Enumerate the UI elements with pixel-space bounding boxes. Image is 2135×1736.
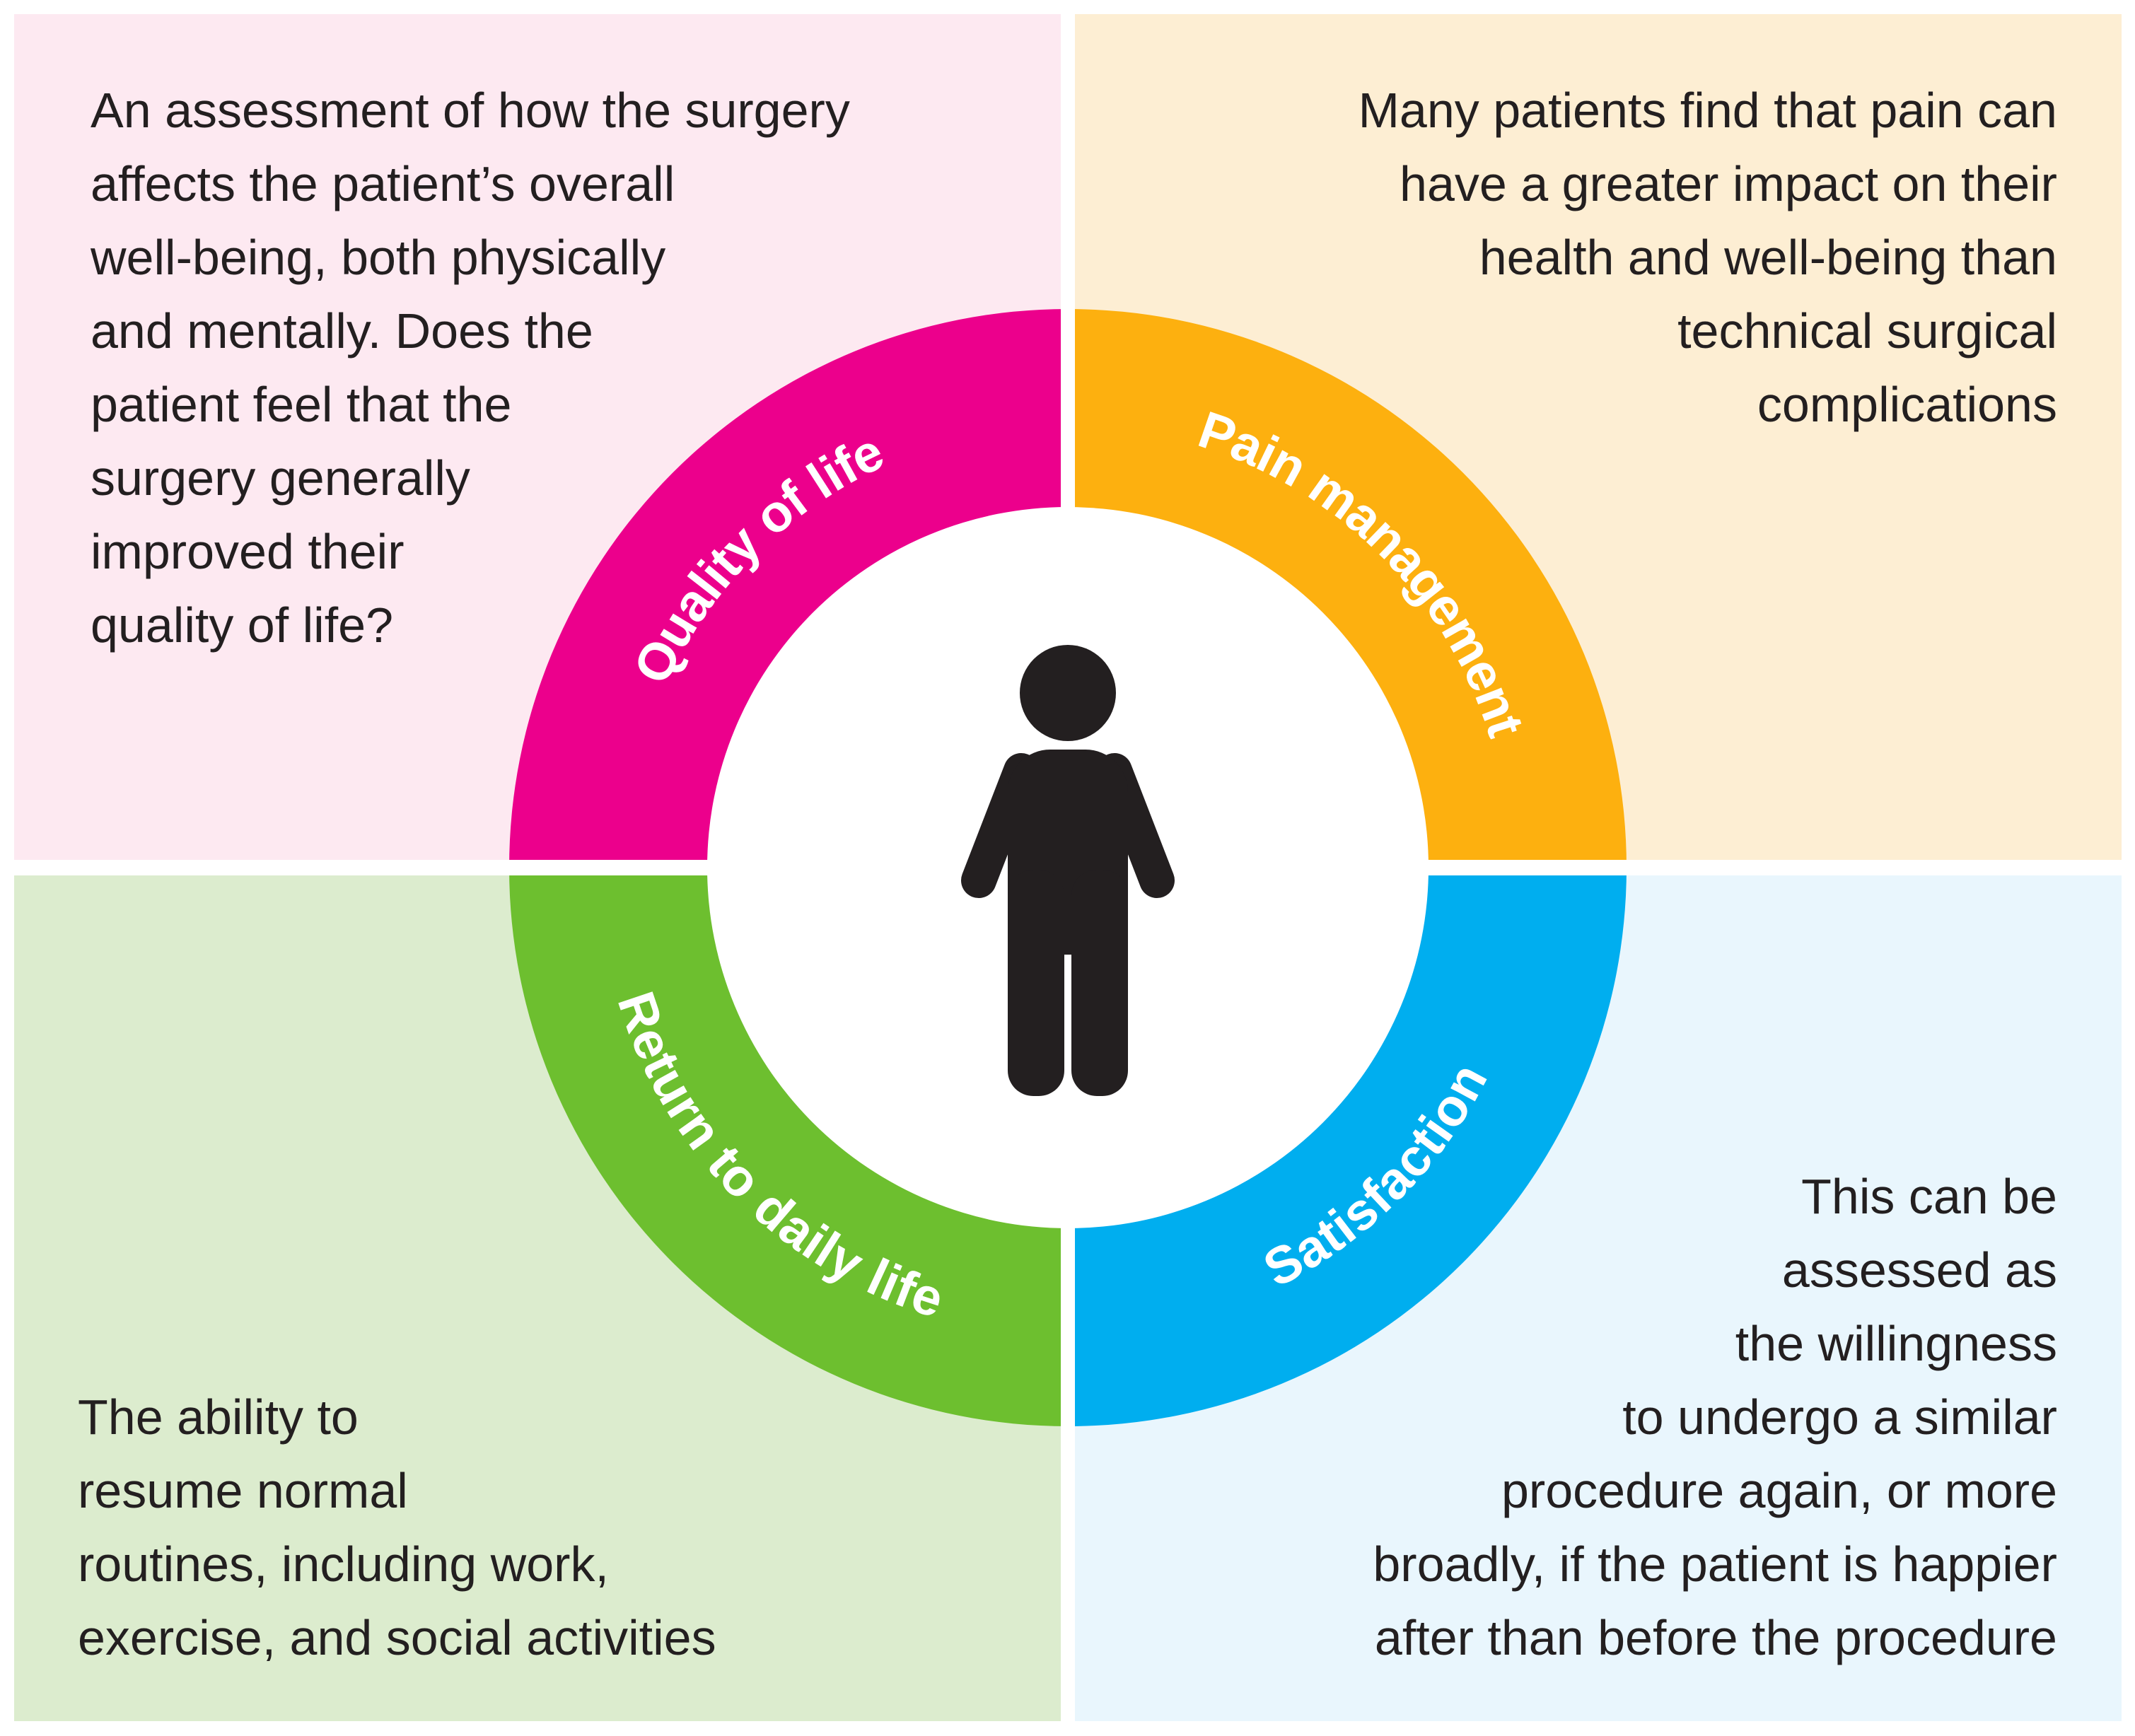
text-line: exercise, and social activities [78,1610,716,1665]
text-line: affects the patient’s overall [91,156,675,211]
ring-segment-pain-management [1068,309,1627,868]
description-quality-of-life: An assessment of how the surgery affects… [91,74,850,662]
text-line: health and well-being than [1479,230,2057,285]
text-line: routines, including work, [78,1537,609,1592]
ring-segment-quality-of-life [509,309,1068,868]
text-line: well-being, both physically [91,230,666,285]
text-line: improved their [91,524,405,579]
person-right-leg [1071,870,1128,1096]
text-line: have a greater impact on their [1400,156,2057,211]
description-satisfaction: This can be assessed as the willingness … [1373,1160,2057,1674]
text-line: technical surgical [1677,303,2057,359]
text-line: surgery generally [91,450,470,506]
text-line: patient feel that the [91,377,512,432]
text-line: and mentally. Does the [91,303,593,359]
text-line: quality of life? [91,598,394,653]
text-line: The ability to [78,1390,359,1445]
text-line: broadly, if the patient is happier [1373,1537,2057,1592]
text-line: resume normal [78,1463,408,1518]
text-line: An assessment of how the surgery [91,83,850,138]
description-return-to-daily-life: The ability to resume normal routines, i… [78,1380,716,1674]
person-icon [961,645,1175,1096]
text-line: procedure again, or more [1501,1463,2057,1518]
text-line: complications [1757,377,2057,432]
text-line: to undergo a similar [1622,1390,2057,1445]
text-line: This can be [1801,1169,2057,1224]
description-pain-management: Many patients find that pain can have a … [1359,74,2057,441]
text-line: after than before the procedure [1374,1610,2057,1665]
person-head [1020,645,1116,741]
text-line: Many patients find that pain can [1358,83,2057,138]
ring-segment-satisfaction [1068,868,1627,1426]
text-line: assessed as [1781,1242,2057,1298]
text-line: the willingness [1735,1316,2057,1371]
person-left-leg [1008,870,1064,1096]
ring-segment-return-to-daily-life [509,868,1068,1426]
